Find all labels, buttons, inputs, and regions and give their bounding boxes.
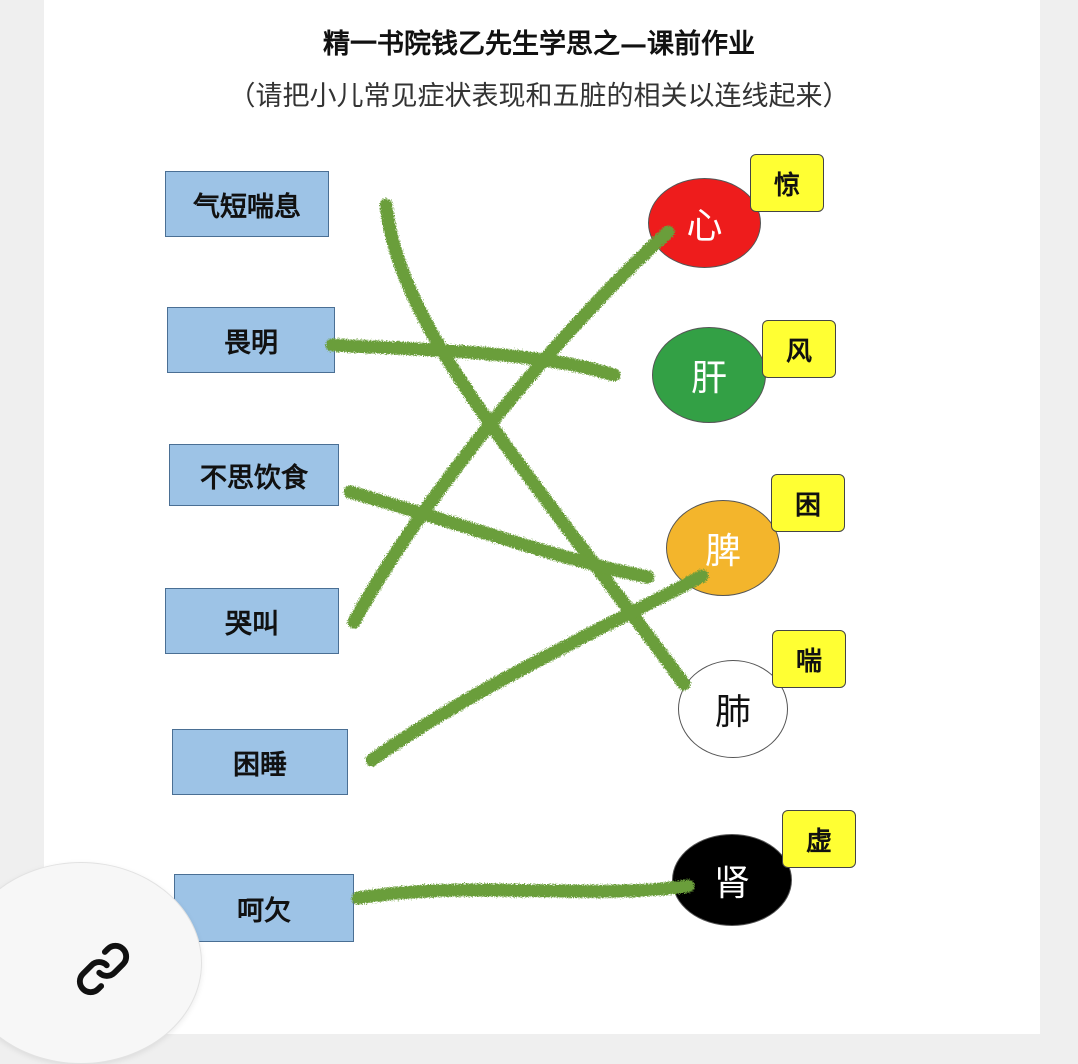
organ-spleen: 脾	[666, 500, 780, 596]
link-icon	[76, 942, 130, 996]
organ-kidney: 肾	[672, 834, 792, 926]
emotion-tag-heart: 惊	[750, 154, 824, 212]
symptom-box-2: 畏明	[167, 307, 335, 373]
organ-liver: 肝	[652, 327, 766, 423]
symptom-box-6: 呵欠	[174, 874, 354, 942]
emotion-tag-kidney: 虚	[782, 810, 856, 868]
page-subtitle: （请把小儿常见症状表现和五脏的相关以连线起来）	[228, 81, 850, 112]
page-title: 精一书院钱乙先生学思之—课前作业	[323, 29, 755, 60]
emotion-tag-liver: 风	[762, 320, 836, 378]
link-button[interactable]	[0, 862, 202, 1064]
symptom-box-3: 不思饮食	[169, 444, 339, 506]
symptom-box-1: 气短喘息	[165, 171, 329, 237]
emotion-tag-lung: 喘	[772, 630, 846, 688]
organ-heart: 心	[648, 178, 761, 268]
emotion-tag-spleen: 困	[771, 474, 845, 532]
symptom-box-5: 困睡	[172, 729, 348, 795]
symptom-box-4: 哭叫	[165, 588, 339, 654]
